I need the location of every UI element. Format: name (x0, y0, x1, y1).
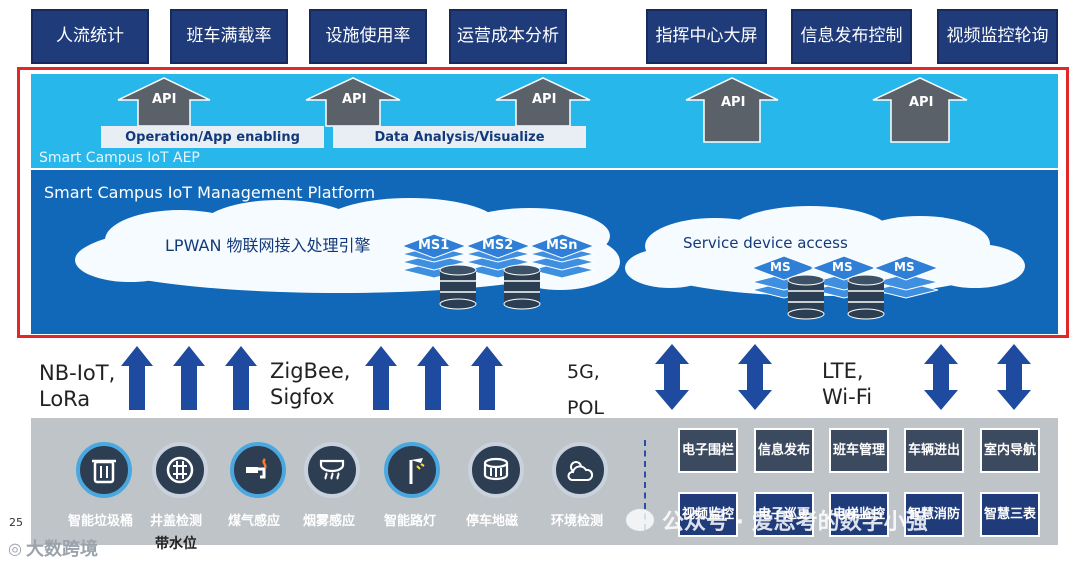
app-box-facility-usage: 设施使用率 (309, 9, 427, 64)
api-label-3: API (532, 92, 557, 107)
wechat-icon (626, 509, 654, 531)
protocol-5g-line2: POL (567, 397, 604, 419)
api-arrows (117, 77, 968, 143)
icon-label-parking: 停车地磁 (466, 514, 519, 529)
ms-stack-c (872, 255, 940, 299)
app-box-people-flow: 人流统计 (31, 9, 149, 64)
up-arrow-2 (173, 346, 205, 410)
bidir-arrow-1 (655, 344, 689, 410)
logo-text: 大数跨境 (25, 539, 98, 560)
protocol-lte-line1: LTE, (822, 359, 864, 383)
page-number: 25 (9, 516, 23, 529)
logo-icon: ◎ (8, 538, 22, 558)
api-arrow-1 (117, 77, 211, 127)
grid-box-patrol: 电子巡更 (754, 492, 814, 537)
lpwan-engine-label: LPWAN 物联网接入处理引擎 (165, 236, 371, 255)
weather-icon (552, 442, 608, 498)
ms1-label: MS1 (418, 238, 450, 253)
api-arrow-3 (495, 77, 591, 127)
aep-label: Smart Campus IoT AEP (39, 150, 200, 166)
data-analysis-bar: Data Analysis/Visualize (333, 126, 586, 148)
trash-icon (76, 442, 132, 498)
up-arrow-6 (471, 346, 503, 410)
bidir-arrow-3 (924, 344, 958, 410)
app-box-info-publish: 信息发布控制 (791, 9, 912, 64)
up-arrow-1 (121, 346, 153, 410)
bidir-arrow-2 (738, 344, 772, 410)
gas-icon (230, 442, 286, 498)
ms2-label: MS2 (482, 238, 514, 253)
api-label-5: API (909, 95, 934, 110)
app-box-video-poll: 视频监控轮询 (937, 9, 1058, 64)
api-arrow-5 (872, 77, 968, 143)
icon-label-gas: 煤气感应 (228, 514, 281, 529)
app-box-command-screen: 指挥中心大屏 (646, 9, 767, 64)
logo: ◎ 大数跨境 (8, 535, 98, 561)
app-box-shuttle-load: 班车满载率 (170, 9, 288, 64)
grid-box-indoor-nav: 室内导航 (980, 428, 1040, 473)
bidir-arrow-4 (997, 344, 1031, 410)
msn-stack (528, 233, 596, 279)
management-platform-label: Smart Campus IoT Management Platform (44, 183, 376, 202)
grid-box-video-monitor: 视频监控 (678, 492, 738, 537)
streetlight-icon (384, 442, 440, 498)
icon-label-manhole: 井盖检测 (150, 514, 203, 529)
api-label-2: API (342, 92, 367, 107)
up-arrow-5 (417, 346, 449, 410)
protocol-lte-line2: Wi-Fi (822, 385, 873, 409)
grid-box-elevator: 电梯监控 (829, 492, 889, 537)
icon-label-weather: 环境检测 (551, 514, 604, 529)
icon-label-streetlight: 智能路灯 (384, 514, 437, 529)
icon-label-smoke: 烟雾感应 (303, 514, 356, 529)
manhole-icon (152, 442, 208, 498)
protocol-nbiot: NB-IoT, LoRa (39, 360, 115, 412)
microservice-stacks (400, 233, 940, 320)
protocol-zigbee-line2: Sigfox (270, 385, 335, 409)
protocol-lte: LTE, Wi-Fi (822, 358, 872, 410)
grid-box-meters: 智慧三表 (980, 492, 1040, 537)
watermark-text: 公众号 · 爱思考的数字小强 (662, 510, 928, 535)
smoke-icon (304, 442, 360, 498)
grid-box-shuttle-mgmt: 班车管理 (829, 428, 889, 473)
protocol-5g: 5G, POL (567, 354, 604, 426)
grid-box-info-publish: 信息发布 (754, 428, 814, 473)
app-box-cost-analysis: 运营成本分析 (449, 9, 567, 64)
grid-box-vehicle-access: 车辆进出 (904, 428, 964, 473)
protocol-5g-line1: 5G, (567, 361, 600, 383)
up-arrow-4 (365, 346, 397, 410)
platform-highlight-frame (17, 67, 1069, 338)
service-device-access-label: Service device access (683, 234, 848, 252)
ms-label-a: MS (770, 260, 791, 274)
water-level-label: 带水位 (155, 536, 197, 552)
api-label-1: API (152, 92, 177, 107)
api-arrow-2 (305, 77, 401, 127)
protocol-nbiot-line2: LoRa (39, 387, 91, 411)
operation-app-bar: Operation/App enabling (101, 126, 324, 148)
protocol-zigbee-line1: ZigBee, (270, 359, 351, 383)
up-arrow-3 (225, 346, 257, 410)
ms-label-b: MS (832, 260, 853, 274)
ms-label-c: MS (894, 260, 915, 274)
icon-label-trash: 智能垃圾桶 (68, 514, 134, 529)
msn-label: MSn (546, 238, 578, 253)
parking-icon (468, 442, 524, 498)
watermark: 公众号 · 爱思考的数字小强 (626, 504, 928, 536)
api-label-4: API (721, 95, 746, 110)
api-arrow-4 (685, 77, 779, 143)
connection-arrows (121, 344, 1031, 410)
protocol-zigbee: ZigBee, Sigfox (270, 358, 350, 410)
grid-box-fire: 智慧消防 (904, 492, 964, 537)
protocol-nbiot-line1: NB-IoT, (39, 361, 116, 385)
grid-box-e-fence: 电子围栏 (678, 428, 738, 473)
device-divider (644, 440, 646, 530)
